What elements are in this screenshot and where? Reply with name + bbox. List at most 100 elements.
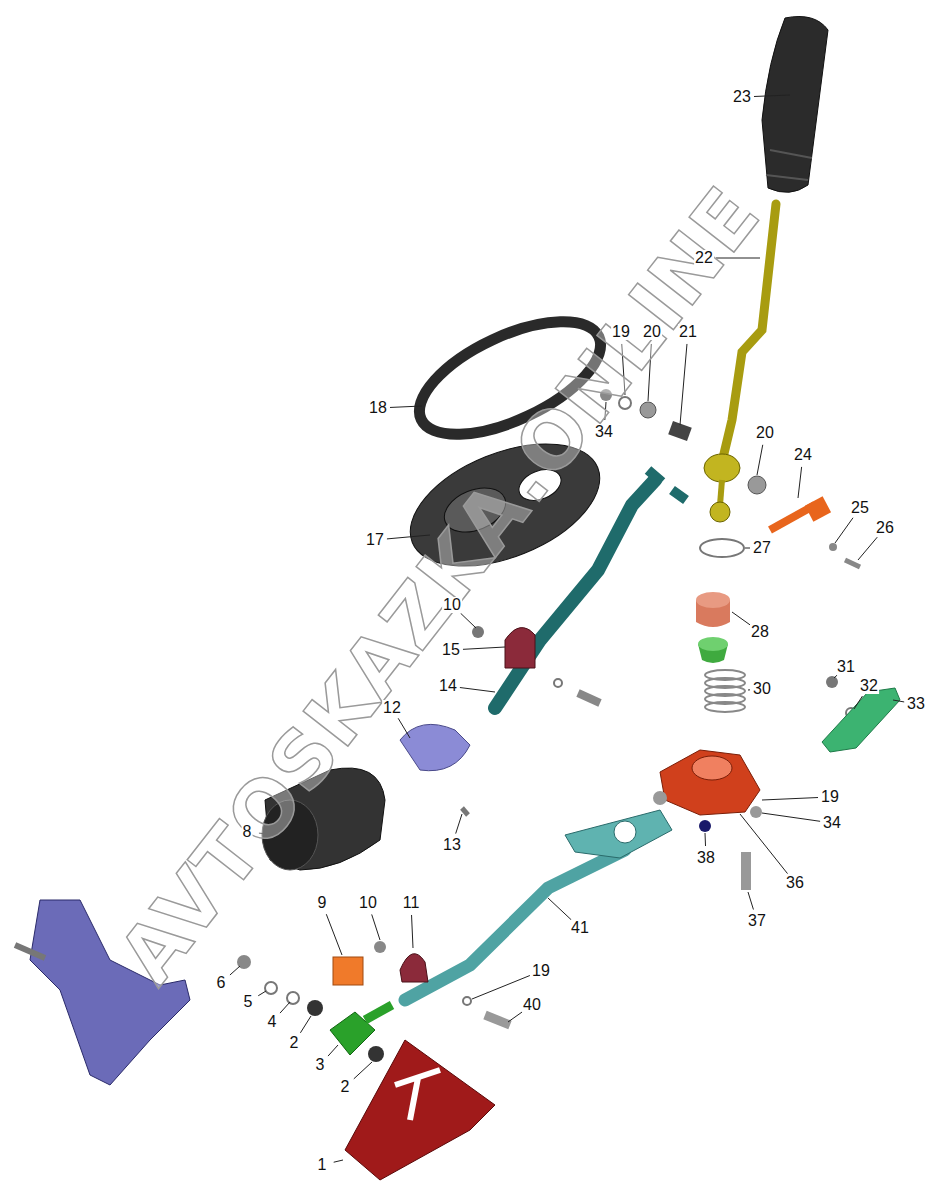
callout-number: 30 (752, 681, 772, 697)
watermark: AVTOSKAZKA.ONLINE (102, 170, 778, 1000)
callout-number: 36 (785, 875, 805, 891)
stud (15, 945, 45, 958)
nut (374, 941, 386, 953)
joint (400, 724, 470, 770)
callout-number: 37 (747, 913, 767, 929)
housing (660, 750, 760, 815)
callout-number: 21 (678, 324, 698, 340)
callout-number: 13 (442, 837, 462, 853)
lever-ball (710, 502, 730, 522)
callout-number: 19 (611, 324, 631, 340)
callout-number: 1 (317, 1157, 328, 1173)
lever-stem (720, 480, 722, 505)
callout-number: 19 (820, 789, 840, 805)
leader-line (893, 700, 904, 702)
leader-line (740, 814, 788, 874)
callout-number: 24 (793, 447, 813, 463)
leader-line (762, 813, 820, 821)
plate-hole (614, 821, 636, 843)
leader-line (372, 914, 380, 940)
leader-line (328, 1045, 338, 1056)
nut (653, 791, 667, 805)
leader-line (854, 696, 862, 709)
callout-number: 34 (822, 815, 842, 831)
leader-line (456, 814, 462, 834)
callout-number: 6 (216, 975, 227, 991)
leader-line (354, 1062, 372, 1079)
leader-line (460, 688, 495, 692)
callout-number: 31 (836, 659, 856, 675)
callout-number: 2 (289, 1035, 300, 1051)
leader-line (748, 689, 750, 690)
leader-line (548, 898, 571, 920)
callout-number: 20 (755, 425, 775, 441)
leader-line (757, 445, 763, 475)
leader-line (748, 892, 753, 910)
leader-line (705, 833, 707, 846)
screw (845, 560, 860, 567)
washer (829, 543, 837, 551)
callout-number: 2 (340, 1079, 351, 1095)
leader-line (334, 1160, 343, 1162)
leader-line (230, 966, 240, 975)
rod-plate (565, 810, 672, 858)
callout-number: 14 (438, 678, 458, 694)
callout-number: 12 (382, 700, 402, 716)
spring (705, 670, 745, 712)
leader-line (754, 95, 790, 97)
callout-number: 18 (368, 400, 388, 416)
leader-line (280, 1002, 290, 1013)
callout-number: 27 (752, 540, 772, 556)
callout-number: 23 (732, 89, 752, 105)
screw (462, 808, 468, 815)
washer (265, 982, 277, 994)
callout-number: 20 (642, 324, 662, 340)
leader-line (472, 976, 530, 999)
callout-number: 9 (317, 895, 328, 911)
leader-line (745, 548, 750, 549)
leader-line (300, 1016, 311, 1033)
bracket (505, 628, 535, 668)
bushing (307, 1000, 323, 1016)
bushing (368, 1046, 384, 1062)
bolt (578, 693, 600, 703)
callout-number: 22 (694, 250, 714, 266)
plug (699, 820, 711, 832)
cup-top (698, 637, 728, 651)
bolt (741, 852, 751, 890)
callout-number: 5 (243, 994, 254, 1010)
callout-number: 33 (906, 696, 926, 712)
nut (472, 626, 484, 638)
callout-number: 3 (315, 1057, 326, 1073)
callout-number: 8 (242, 824, 253, 840)
leader-line (398, 718, 410, 738)
leader-line (463, 647, 505, 649)
callout-number: 26 (875, 520, 895, 536)
leader-line (258, 991, 266, 996)
plate-slot (395, 1070, 440, 1120)
washer (750, 806, 762, 818)
cover-plate (822, 688, 900, 752)
callout-number: 40 (522, 997, 542, 1013)
callout-number: 32 (859, 678, 879, 694)
callout-number: 10 (358, 895, 378, 911)
leader-line (508, 1012, 522, 1022)
washer (554, 679, 562, 687)
callout-number: 4 (267, 1014, 278, 1030)
lever-knob (762, 17, 828, 193)
bush-top (696, 592, 730, 608)
housing-bore (692, 756, 732, 780)
callout-number: 17 (365, 532, 385, 548)
callout-number: 38 (696, 850, 716, 866)
block (333, 957, 363, 985)
leader-line (834, 675, 837, 678)
leader-line (835, 518, 853, 543)
bracket (400, 954, 428, 982)
leader-line (732, 612, 750, 625)
lever-pivot (704, 454, 740, 482)
leader-line (680, 344, 687, 425)
callout-number: 34 (594, 424, 614, 440)
rod-fork (648, 470, 686, 500)
snap-ring (700, 539, 744, 557)
